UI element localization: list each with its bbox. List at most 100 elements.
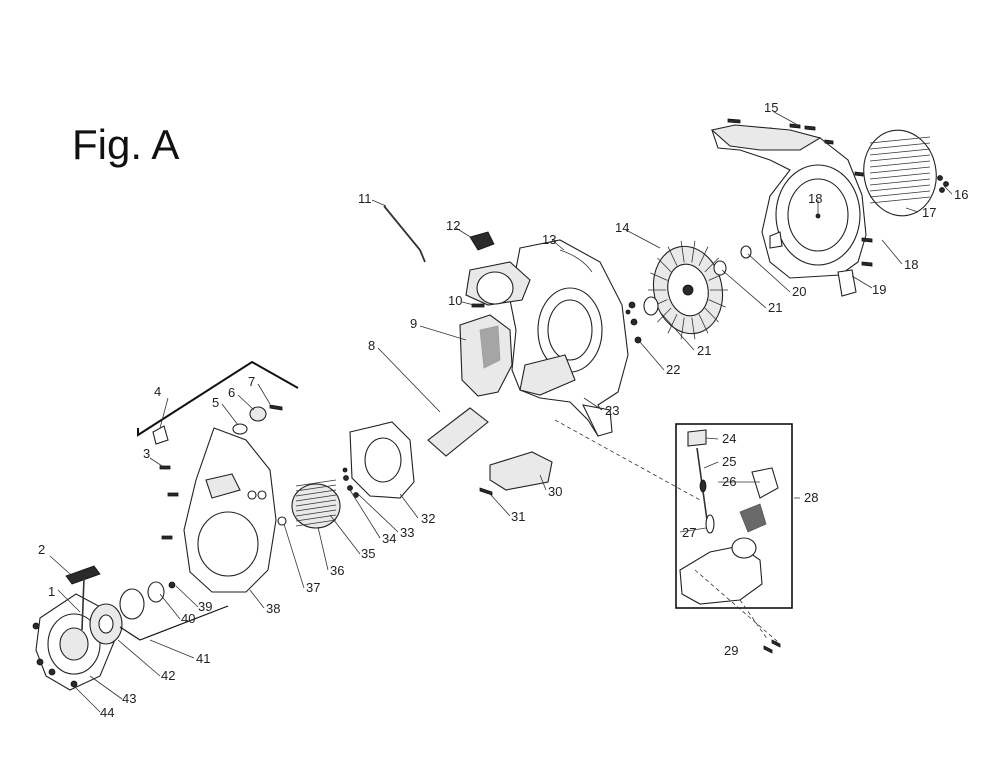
fan-blade bbox=[691, 240, 696, 263]
leader-line bbox=[237, 394, 255, 411]
part-label-16: 16 bbox=[954, 187, 968, 202]
leader-line bbox=[639, 341, 665, 371]
part-label-7: 7 bbox=[248, 374, 255, 389]
blower-housing bbox=[710, 124, 867, 297]
reel-42 bbox=[89, 603, 123, 645]
part-label-17: 17 bbox=[922, 205, 936, 220]
leader-line bbox=[175, 585, 199, 608]
fan-blade bbox=[650, 272, 668, 281]
part-label-4: 4 bbox=[154, 384, 161, 399]
part-label-8: 8 bbox=[368, 338, 375, 353]
part-label-10: 10 bbox=[448, 293, 462, 308]
leader-line bbox=[721, 269, 767, 309]
leader-line bbox=[75, 687, 101, 713]
cylinder-fin bbox=[295, 519, 337, 527]
leader-line bbox=[377, 347, 441, 413]
recoil-housing bbox=[183, 427, 277, 593]
screw-31 bbox=[479, 487, 493, 496]
part-label-15: 15 bbox=[764, 100, 778, 115]
part-label-25: 25 bbox=[722, 454, 736, 469]
part-label-33: 33 bbox=[400, 525, 414, 540]
fan-blade bbox=[698, 314, 709, 334]
leader-line bbox=[159, 397, 169, 429]
fan-blade bbox=[691, 317, 696, 340]
cylinder-fin bbox=[295, 494, 337, 502]
leader-line bbox=[257, 383, 271, 405]
screw-29 bbox=[763, 639, 781, 654]
cover-9 bbox=[459, 314, 513, 397]
cylinder-fin bbox=[295, 484, 337, 492]
grill-slot bbox=[869, 184, 931, 192]
screw-3 bbox=[159, 465, 179, 540]
leader-line bbox=[705, 437, 719, 440]
leader-line bbox=[679, 527, 707, 533]
leader-line bbox=[149, 457, 163, 467]
leader-line bbox=[455, 227, 473, 239]
fan-blade bbox=[704, 257, 719, 273]
part-label-18a: 18 bbox=[808, 191, 822, 206]
part-label-27: 27 bbox=[682, 525, 696, 540]
leader-line bbox=[773, 111, 797, 125]
screw-44 bbox=[32, 622, 78, 688]
part-label-38: 38 bbox=[266, 601, 280, 616]
screw-22 bbox=[625, 301, 642, 344]
dashed-connectors bbox=[554, 419, 779, 643]
part-label-14: 14 bbox=[615, 220, 629, 235]
leader-line bbox=[851, 275, 873, 289]
bracket-4 bbox=[137, 360, 299, 445]
leader-line bbox=[461, 301, 475, 306]
leader-line bbox=[539, 474, 547, 491]
part-label-11: 11 bbox=[358, 191, 372, 206]
part-label-34: 34 bbox=[382, 531, 396, 546]
main-casing bbox=[465, 239, 629, 437]
fan-blade bbox=[704, 307, 719, 323]
fan-blade bbox=[680, 240, 685, 263]
leader-line bbox=[625, 229, 661, 249]
leader-line bbox=[117, 639, 161, 677]
part-30 bbox=[489, 451, 553, 491]
nut-37 bbox=[277, 516, 287, 526]
fuel-tank-box bbox=[675, 423, 793, 609]
grill-slot bbox=[869, 136, 931, 144]
part-label-43: 43 bbox=[122, 691, 136, 706]
part-label-28: 28 bbox=[804, 490, 818, 505]
grill-slot bbox=[869, 178, 931, 186]
leader-lines bbox=[49, 111, 953, 713]
leader-line bbox=[659, 311, 695, 351]
leader-line bbox=[371, 199, 387, 207]
fan-blade bbox=[698, 246, 709, 266]
part-label-5: 5 bbox=[212, 395, 219, 410]
stop-switch bbox=[469, 231, 495, 251]
part-label-40: 40 bbox=[181, 611, 195, 626]
cylinder-fin bbox=[295, 499, 337, 507]
washer-nut bbox=[643, 245, 752, 316]
fan-blade bbox=[667, 314, 678, 334]
figure-title: Fig. A bbox=[72, 121, 180, 168]
leader-line bbox=[329, 514, 361, 555]
fan-impeller bbox=[648, 240, 728, 340]
part-label-39: 39 bbox=[198, 599, 212, 614]
cylinder-fin bbox=[295, 509, 337, 517]
leader-line bbox=[283, 523, 305, 589]
leader-line bbox=[357, 493, 399, 533]
part-label-1: 1 bbox=[48, 584, 55, 599]
leader-line bbox=[317, 526, 329, 571]
leader-line bbox=[551, 239, 565, 251]
cylinder-fin bbox=[295, 504, 337, 512]
part-label-21a: 21 bbox=[768, 300, 782, 315]
part-label-19: 19 bbox=[872, 282, 886, 297]
part-label-30: 30 bbox=[548, 484, 562, 499]
leader-line bbox=[399, 493, 419, 519]
rod-11 bbox=[383, 205, 426, 263]
grill-slot bbox=[869, 190, 931, 198]
cylinder-fin bbox=[295, 489, 337, 497]
part-label-26: 26 bbox=[722, 474, 736, 489]
intake-grill bbox=[863, 129, 937, 217]
wire-13 bbox=[559, 249, 593, 273]
screw-15 bbox=[727, 118, 873, 267]
part-label-24: 24 bbox=[722, 431, 736, 446]
part-label-36: 36 bbox=[330, 563, 344, 578]
screw-10 bbox=[471, 303, 485, 308]
